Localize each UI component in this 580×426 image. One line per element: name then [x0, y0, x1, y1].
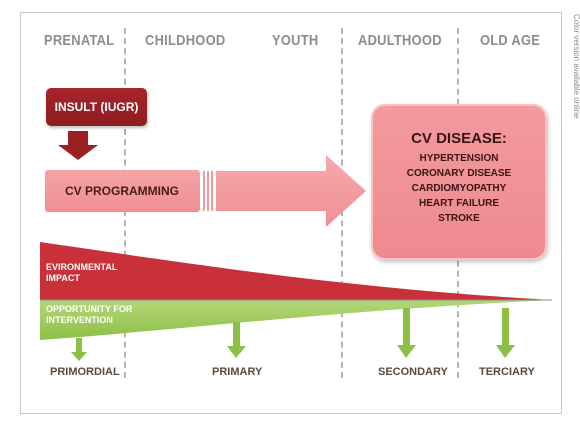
phase-youth: YOUTH: [272, 32, 319, 49]
disease-item-heart-failure: HEART FAILURE: [419, 198, 499, 209]
intervention-label: OPPORTUNITY FOR INTERVENTION: [46, 304, 132, 326]
intervention-label-line1: OPPORTUNITY FOR: [46, 304, 133, 314]
insult-down-arrow: [58, 131, 98, 160]
stage-primordial: PRIMORDIAL: [50, 366, 120, 378]
environmental-label-line2: IMPACT: [46, 273, 80, 283]
insult-box: INSULT (IUGR): [46, 88, 147, 126]
environmental-impact-wedge: [40, 242, 552, 300]
phase-old-age: OLD AGE: [480, 32, 541, 49]
disease-item-stroke: STROKE: [438, 213, 480, 224]
stage-secondary: SECONDARY: [378, 366, 448, 378]
phase-prenatal: PRENATAL: [44, 32, 115, 49]
arrow-terciary: [496, 308, 515, 358]
disease-item-coronary: CORONARY DISEASE: [406, 168, 512, 179]
stage-primary: PRIMARY: [212, 366, 263, 378]
arrow-secondary: [397, 308, 416, 358]
environmental-label-line1: EVIRONMENTAL: [46, 262, 118, 272]
arrow-primordial: [71, 338, 87, 361]
color-version-note: Color version available online: [572, 14, 580, 119]
cv-disease-title: CV DISEASE:: [411, 130, 507, 147]
cv-disease-box: CV DISEASE: HYPERTENSION CORONARY DISEAS…: [371, 104, 547, 260]
phase-adulthood: ADULTHOOD: [358, 32, 442, 49]
programming-to-disease-arrow: [203, 155, 366, 227]
intervention-wedge: [40, 300, 552, 340]
environmental-impact-label: EVIRONMENTAL IMPACT: [46, 262, 117, 284]
disease-item-cardiomyopathy: CARDIOMYOPATHY: [411, 183, 507, 194]
cv-programming-box: CV PROGRAMMING: [45, 170, 200, 212]
disease-item-hypertension: HYPERTENSION: [419, 153, 499, 164]
stage-terciary: TERCIARY: [479, 366, 535, 378]
arrow-primary: [227, 322, 246, 358]
intervention-label-line2: INTERVENTION: [46, 315, 113, 325]
phase-childhood: CHILDHOOD: [145, 32, 226, 49]
